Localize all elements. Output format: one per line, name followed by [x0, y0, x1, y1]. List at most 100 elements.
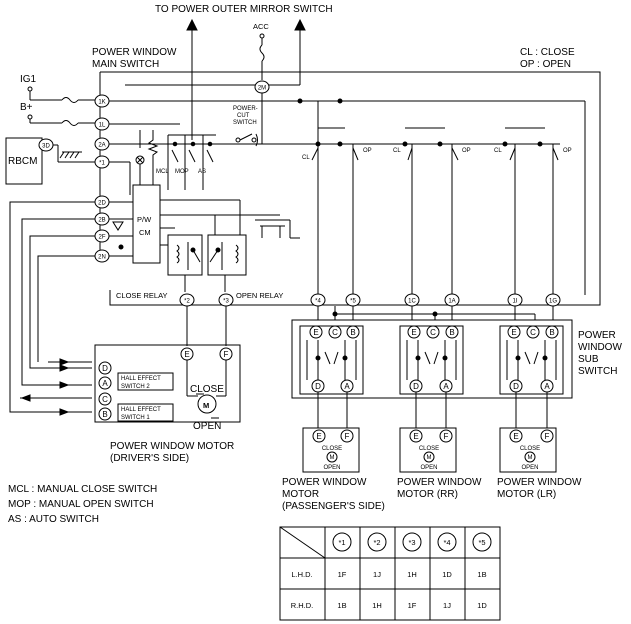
main-switch-title-1: POWER WINDOW — [92, 47, 177, 58]
header-mirror-switch: TO POWER OUTER MIRROR SWITCH — [155, 4, 333, 15]
pin-c-3: C — [530, 328, 536, 337]
driver-wires — [9, 201, 227, 416]
diode-pair — [255, 219, 300, 239]
pwcm-label-1: P/W — [137, 215, 152, 224]
motor-pass-label-1: POWER WINDOW — [282, 477, 367, 488]
main-cl-op-switches — [297, 98, 559, 294]
pin-e-2: E — [411, 328, 416, 337]
acc-fuse — [259, 33, 265, 80]
main-switch-box — [100, 71, 601, 306]
connector-s1-label: *1 — [99, 161, 105, 167]
bplus-label: B+ — [20, 102, 33, 113]
table-cell-lhd-5: 1B — [477, 570, 486, 579]
motor-rr-label-2: MOTOR (RR) — [397, 489, 458, 500]
table-cell-rhd-2: 1H — [372, 601, 382, 610]
pin-table — [279, 526, 501, 621]
pin-f-m2: F — [444, 432, 449, 441]
pin-e-m1: E — [316, 432, 321, 441]
pwcm-box — [132, 184, 161, 264]
open-relay — [207, 234, 247, 276]
driver-motor-m: M — [203, 401, 209, 410]
pin-e-1: E — [313, 328, 318, 337]
cl-label-3: CL — [494, 148, 502, 154]
sub-switch-label-3: SUB — [578, 354, 599, 365]
hall-switch-2-box — [117, 372, 174, 391]
close-relay — [167, 234, 203, 276]
arrow-to-mirror-right — [125, 18, 306, 86]
connector-s4-label: *4 — [315, 299, 321, 305]
note-mcl: MCL : MANUAL CLOSE SWITCH — [8, 484, 157, 495]
driver-pin-b: B — [102, 410, 107, 419]
pin-f-m3: F — [545, 432, 550, 441]
driver-close-label: CLOSE — [190, 384, 224, 395]
driver-motor-box — [94, 344, 241, 423]
pin-c-2: C — [430, 328, 436, 337]
power-cut-label-3: SWITCH — [233, 120, 257, 126]
table-header-1: *1 — [338, 538, 345, 547]
pin-b-3: B — [549, 328, 554, 337]
connector-2B-label: 2B — [98, 218, 105, 224]
small-open-3: OPEN — [521, 465, 538, 471]
op-label-3: OP — [563, 148, 572, 154]
table-cell-lhd-2: 1J — [373, 570, 381, 579]
sub-switch-label-4: SWITCH — [578, 366, 617, 377]
hall2-line1: HALL EFFECT — [121, 376, 161, 382]
note-as: AS : AUTO SWITCH — [8, 514, 99, 525]
table-cell-rhd-1: 1B — [337, 601, 346, 610]
pin-d-1: D — [315, 382, 321, 391]
legend-open: OP : OPEN — [520, 59, 571, 70]
connector-s2-label: *2 — [184, 299, 190, 305]
ig1-label: IG1 — [20, 74, 37, 85]
motor-lr-label-2: MOTOR (LR) — [497, 489, 556, 500]
motor-passenger — [302, 427, 360, 473]
small-m-1: M — [330, 455, 335, 461]
small-close-2: CLOSE — [419, 446, 439, 452]
pin-b-1: B — [350, 328, 355, 337]
mcl-label: MCL — [156, 169, 169, 175]
table-cell-rhd-5: 1D — [477, 601, 487, 610]
motor-pass-label-3: (PASSENGER'S SIDE) — [282, 501, 385, 512]
pin-e-3: E — [511, 328, 516, 337]
legend-close: CL : CLOSE — [520, 47, 575, 58]
connector-s5-label: *5 — [350, 299, 356, 305]
pin-e-m3: E — [513, 432, 518, 441]
driver-pin-f: F — [224, 350, 229, 359]
pwcm-label-2: CM — [139, 228, 151, 237]
pin-e-m2: E — [413, 432, 418, 441]
connector-2D-label: 2D — [98, 201, 106, 207]
table-cell-rhd-4: 1J — [443, 601, 451, 610]
acc-label: ACC — [253, 22, 269, 31]
cl-label-1: CL — [302, 155, 310, 161]
driver-motor-title-1: POWER WINDOW MOTOR — [110, 441, 234, 452]
rbcm-box — [5, 137, 43, 185]
table-header-5: *5 — [478, 538, 485, 547]
small-open-1: OPEN — [323, 465, 340, 471]
sub-pins-top — [309, 325, 559, 339]
hall1-line1: HALL EFFECT — [121, 407, 161, 413]
pin-a-2: A — [443, 382, 449, 391]
main-switch-title-2: MAIN SWITCH — [92, 59, 159, 70]
hall-switch-1-box — [117, 403, 174, 422]
op-label-1: OP — [363, 148, 372, 154]
connector-2A-label: 2A — [98, 143, 105, 149]
driver-motor-symbol — [186, 360, 227, 419]
connector-1C-label: 1C — [408, 299, 416, 305]
small-m-3: M — [528, 455, 533, 461]
pin-a-3: A — [544, 382, 550, 391]
bplus-line — [27, 114, 96, 126]
table-header-3: *3 — [408, 538, 415, 547]
table-row-lhd-label: L.H.D. — [291, 570, 312, 579]
arrow-to-mirror-left — [186, 18, 198, 140]
connector-1A-label: 1A — [448, 299, 455, 305]
driver-pin-e: E — [184, 350, 189, 359]
table-row-rhd-label: R.H.D. — [291, 601, 314, 610]
small-m-2: M — [427, 455, 432, 461]
pin-a-1: A — [344, 382, 350, 391]
motor-lr — [499, 427, 557, 473]
open-relay-label: OPEN RELAY — [236, 291, 283, 300]
mop-label: MOP — [175, 169, 189, 175]
small-open-2: OPEN — [420, 465, 437, 471]
table-cell-lhd-4: 1D — [442, 570, 452, 579]
connector-1K-label: 1K — [98, 100, 105, 106]
